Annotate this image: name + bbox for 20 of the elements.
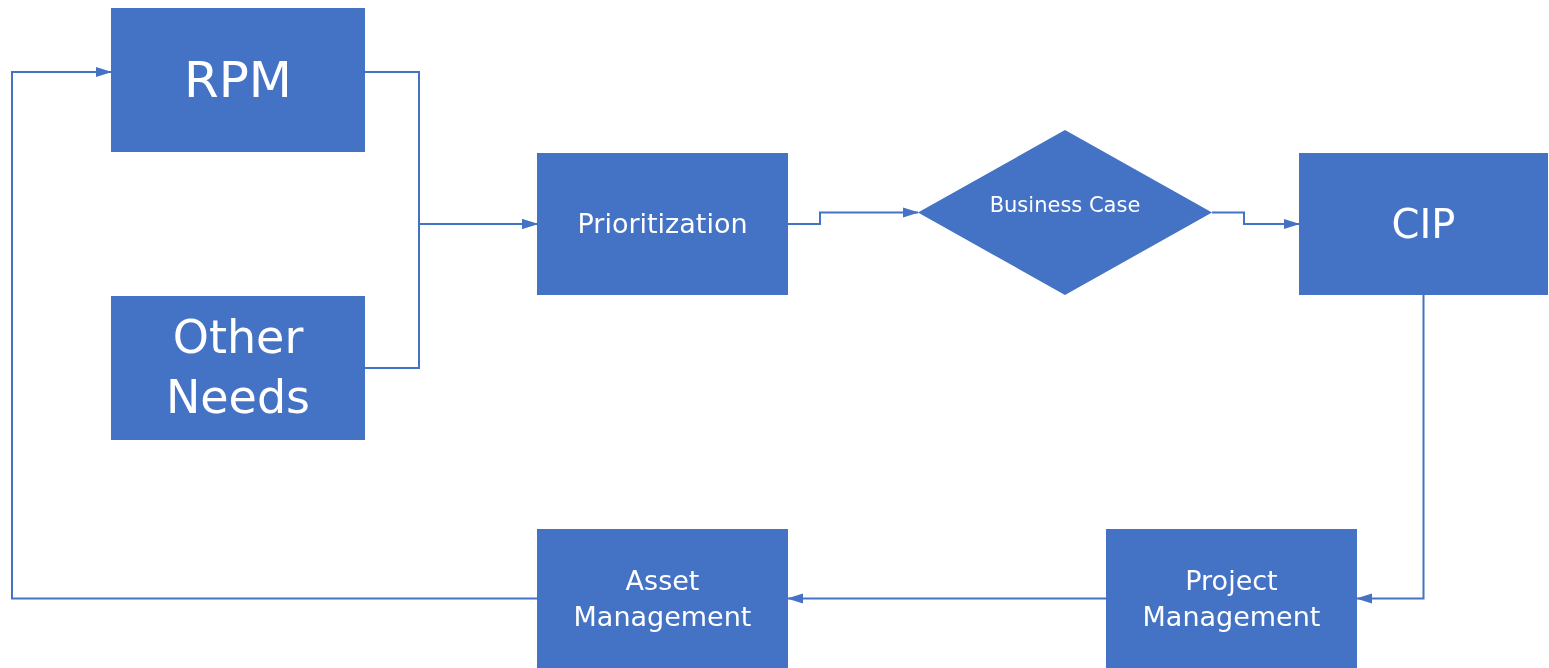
node-label: RPM xyxy=(183,49,292,111)
process-box xyxy=(1106,529,1357,668)
process-box xyxy=(111,296,365,440)
arrow xyxy=(11,67,538,600)
arrow xyxy=(1356,294,1425,604)
process-box xyxy=(537,529,788,668)
arrow xyxy=(1211,211,1300,229)
arrow xyxy=(787,207,919,225)
process-box xyxy=(1299,153,1548,295)
node-label: Project Management xyxy=(1141,564,1322,634)
node-label: Prioritization xyxy=(577,207,748,242)
process-box xyxy=(537,153,788,295)
node-label: Asset Management xyxy=(572,564,753,634)
decision-diamond xyxy=(918,130,1212,295)
arrow xyxy=(787,593,1107,604)
arrow xyxy=(364,219,538,369)
node-label: Other Needs xyxy=(164,309,312,426)
node-label: CIP xyxy=(1391,200,1456,249)
node-label: Business Case xyxy=(989,191,1141,219)
process-box xyxy=(111,8,365,152)
